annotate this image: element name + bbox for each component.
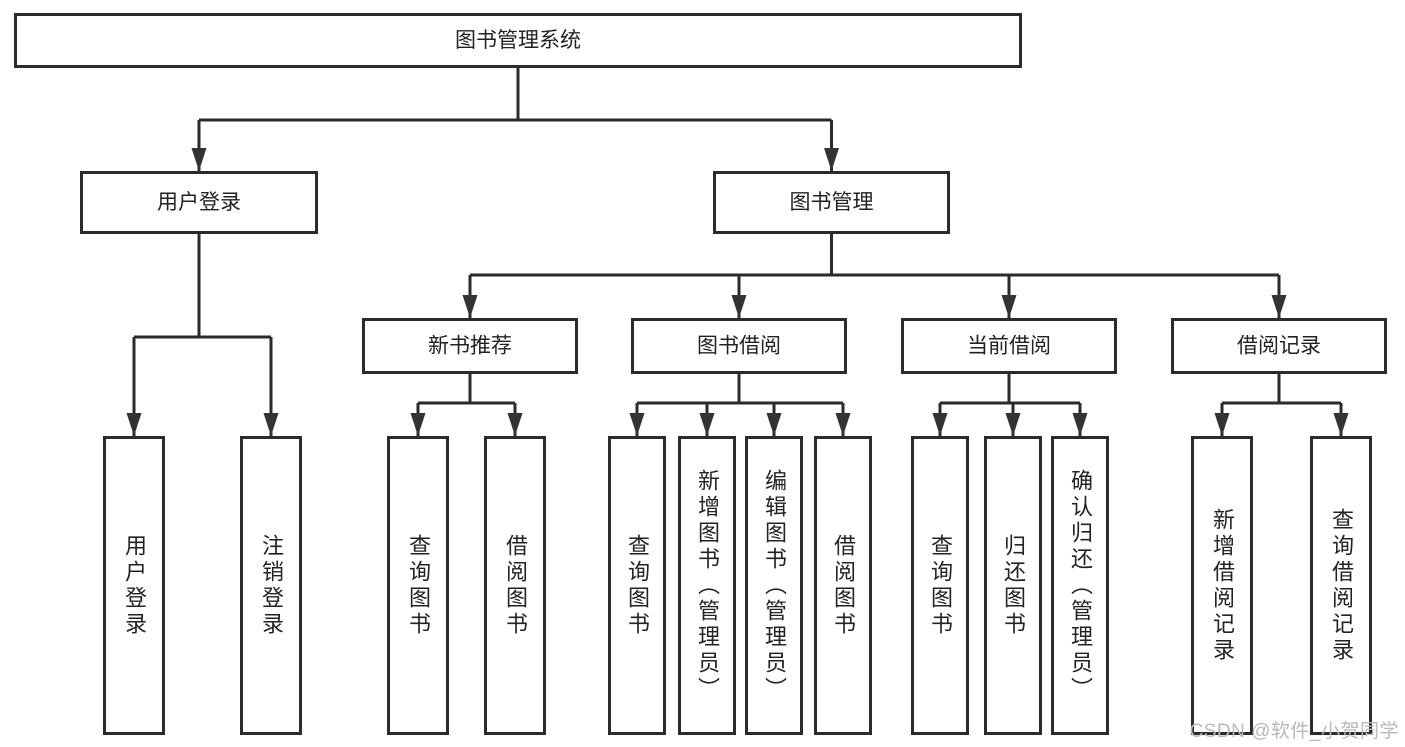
arrow-head-borrow-record	[1271, 295, 1287, 318]
node-box-leaf-borrow-book-1[interactable]	[484, 436, 546, 735]
node-box-leaf-borrow-book-2[interactable]	[814, 436, 872, 735]
node-box-new-book-recommend[interactable]	[362, 318, 578, 374]
node-box-book-manage[interactable]	[713, 171, 950, 234]
arrow-head-user-login	[191, 148, 207, 171]
arrow-head-leaf-logout-login	[263, 413, 279, 436]
node-box-leaf-query-book-1[interactable]	[387, 436, 449, 735]
node-box-leaf-logout-login[interactable]	[240, 436, 302, 735]
node-box-leaf-confirm-return[interactable]	[1051, 436, 1109, 735]
arrow-head-leaf-user-login	[126, 413, 142, 436]
arrow-head-leaf-query-book-3	[932, 413, 948, 436]
node-label-user-login: 用户登录	[157, 191, 241, 214]
node-label-root: 图书管理系统	[455, 29, 581, 52]
node-box-leaf-add-book[interactable]	[678, 436, 736, 735]
node-box-leaf-edit-book[interactable]	[745, 436, 803, 735]
arrow-head-leaf-borrow-book-2	[835, 413, 851, 436]
watermark-credit: CSDN @软件_小贺同学	[1189, 721, 1399, 742]
arrow-head-leaf-query-record	[1333, 413, 1349, 436]
node-box-leaf-add-record[interactable]	[1191, 436, 1253, 735]
node-box-book-borrow[interactable]	[631, 318, 847, 374]
arrow-head-current-borrow	[1001, 295, 1017, 318]
arrow-head-new-book-recommend	[462, 295, 478, 318]
arrow-head-leaf-confirm-return	[1072, 413, 1088, 436]
node-label-book-manage: 图书管理	[790, 191, 874, 214]
arrow-head-leaf-query-book-2	[629, 413, 645, 436]
node-box-borrow-record[interactable]	[1171, 318, 1387, 374]
arrow-head-leaf-add-book	[699, 413, 715, 436]
node-box-root[interactable]	[14, 13, 1022, 68]
node-label-new-book-recommend: 新书推荐	[428, 335, 512, 358]
arrow-head-leaf-add-record	[1214, 413, 1230, 436]
node-box-current-borrow[interactable]	[901, 318, 1117, 374]
connector-layer	[126, 68, 1349, 436]
node-box-leaf-query-book-2[interactable]	[608, 436, 666, 735]
node-label-book-borrow: 图书借阅	[697, 335, 781, 358]
node-box-layer	[14, 13, 1387, 735]
node-box-user-login[interactable]	[80, 171, 318, 234]
arrow-head-leaf-return-book	[1005, 413, 1021, 436]
arrow-head-leaf-query-book-1	[410, 413, 426, 436]
node-box-leaf-user-login[interactable]	[103, 436, 165, 735]
node-box-leaf-query-book-3[interactable]	[911, 436, 969, 735]
arrow-head-book-borrow	[731, 295, 747, 318]
arrow-head-leaf-borrow-book-1	[507, 413, 523, 436]
node-box-leaf-query-record[interactable]	[1310, 436, 1372, 735]
arrow-head-book-manage	[824, 148, 839, 171]
node-box-leaf-return-book[interactable]	[984, 436, 1042, 735]
node-label-current-borrow: 当前借阅	[967, 335, 1051, 358]
node-label-borrow-record: 借阅记录	[1237, 335, 1321, 358]
arrow-head-leaf-edit-book	[766, 413, 782, 436]
